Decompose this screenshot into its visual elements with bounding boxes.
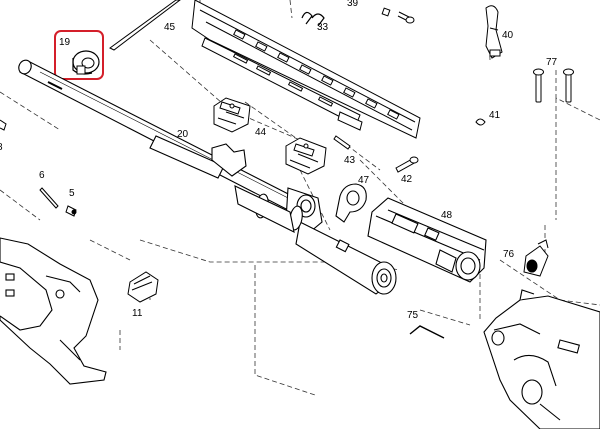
label-42: 42 [401, 174, 413, 185]
label-44: 44 [255, 127, 267, 138]
part-44-clamp-lower[interactable] [285, 137, 327, 175]
part-43-pin[interactable] [333, 135, 351, 150]
lower-receiver-left[interactable] [0, 237, 107, 385]
part-cleaning-rod[interactable] [109, 0, 181, 51]
label-47: 47 [358, 175, 370, 186]
label-76: 76 [503, 249, 515, 260]
part-76-lever[interactable] [523, 239, 549, 277]
part-number-labels: 19 45 33 39 40 77 41 20 44 43 42 6 5 47 … [0, 0, 558, 321]
part-33-spring-clip[interactable] [301, 11, 325, 27]
part-40-latch[interactable] [485, 5, 503, 59]
part-45-top-rail[interactable] [191, 0, 421, 139]
label-6: 6 [39, 170, 45, 181]
part-75-hex-key[interactable] [409, 325, 445, 339]
part-11-clip[interactable] [127, 271, 159, 303]
part-42-screw[interactable] [395, 156, 419, 173]
part-5-spring[interactable] [65, 205, 77, 217]
part-44-clamp-upper[interactable] [213, 97, 251, 133]
label-5: 5 [69, 188, 75, 199]
label-75: 75 [407, 310, 419, 321]
part-20-barrel[interactable] [16, 58, 397, 295]
part-47-ring-clamp[interactable] [335, 183, 367, 223]
part-6-pin[interactable] [39, 187, 59, 209]
label-19: 19 [59, 37, 71, 48]
label-40: 40 [502, 30, 514, 41]
part-39-pin[interactable] [381, 7, 415, 24]
label-11: 11 [132, 308, 143, 319]
label-43: 43 [344, 155, 356, 166]
label-41: 41 [489, 110, 501, 121]
label-8: 8 [0, 142, 3, 153]
label-45: 45 [164, 22, 176, 33]
part-8-fragment [0, 119, 7, 131]
label-20: 20 [177, 129, 189, 140]
lower-receiver-right[interactable] [483, 289, 600, 429]
label-77: 77 [546, 57, 558, 68]
part-77-pins[interactable] [533, 68, 574, 103]
label-39: 39 [347, 0, 359, 9]
part-41-detent[interactable] [475, 118, 486, 126]
part-19-bushing[interactable] [54, 30, 104, 80]
label-48: 48 [441, 210, 453, 221]
label-33: 33 [317, 22, 329, 33]
part-48-bolt-carrier[interactable] [367, 197, 487, 283]
